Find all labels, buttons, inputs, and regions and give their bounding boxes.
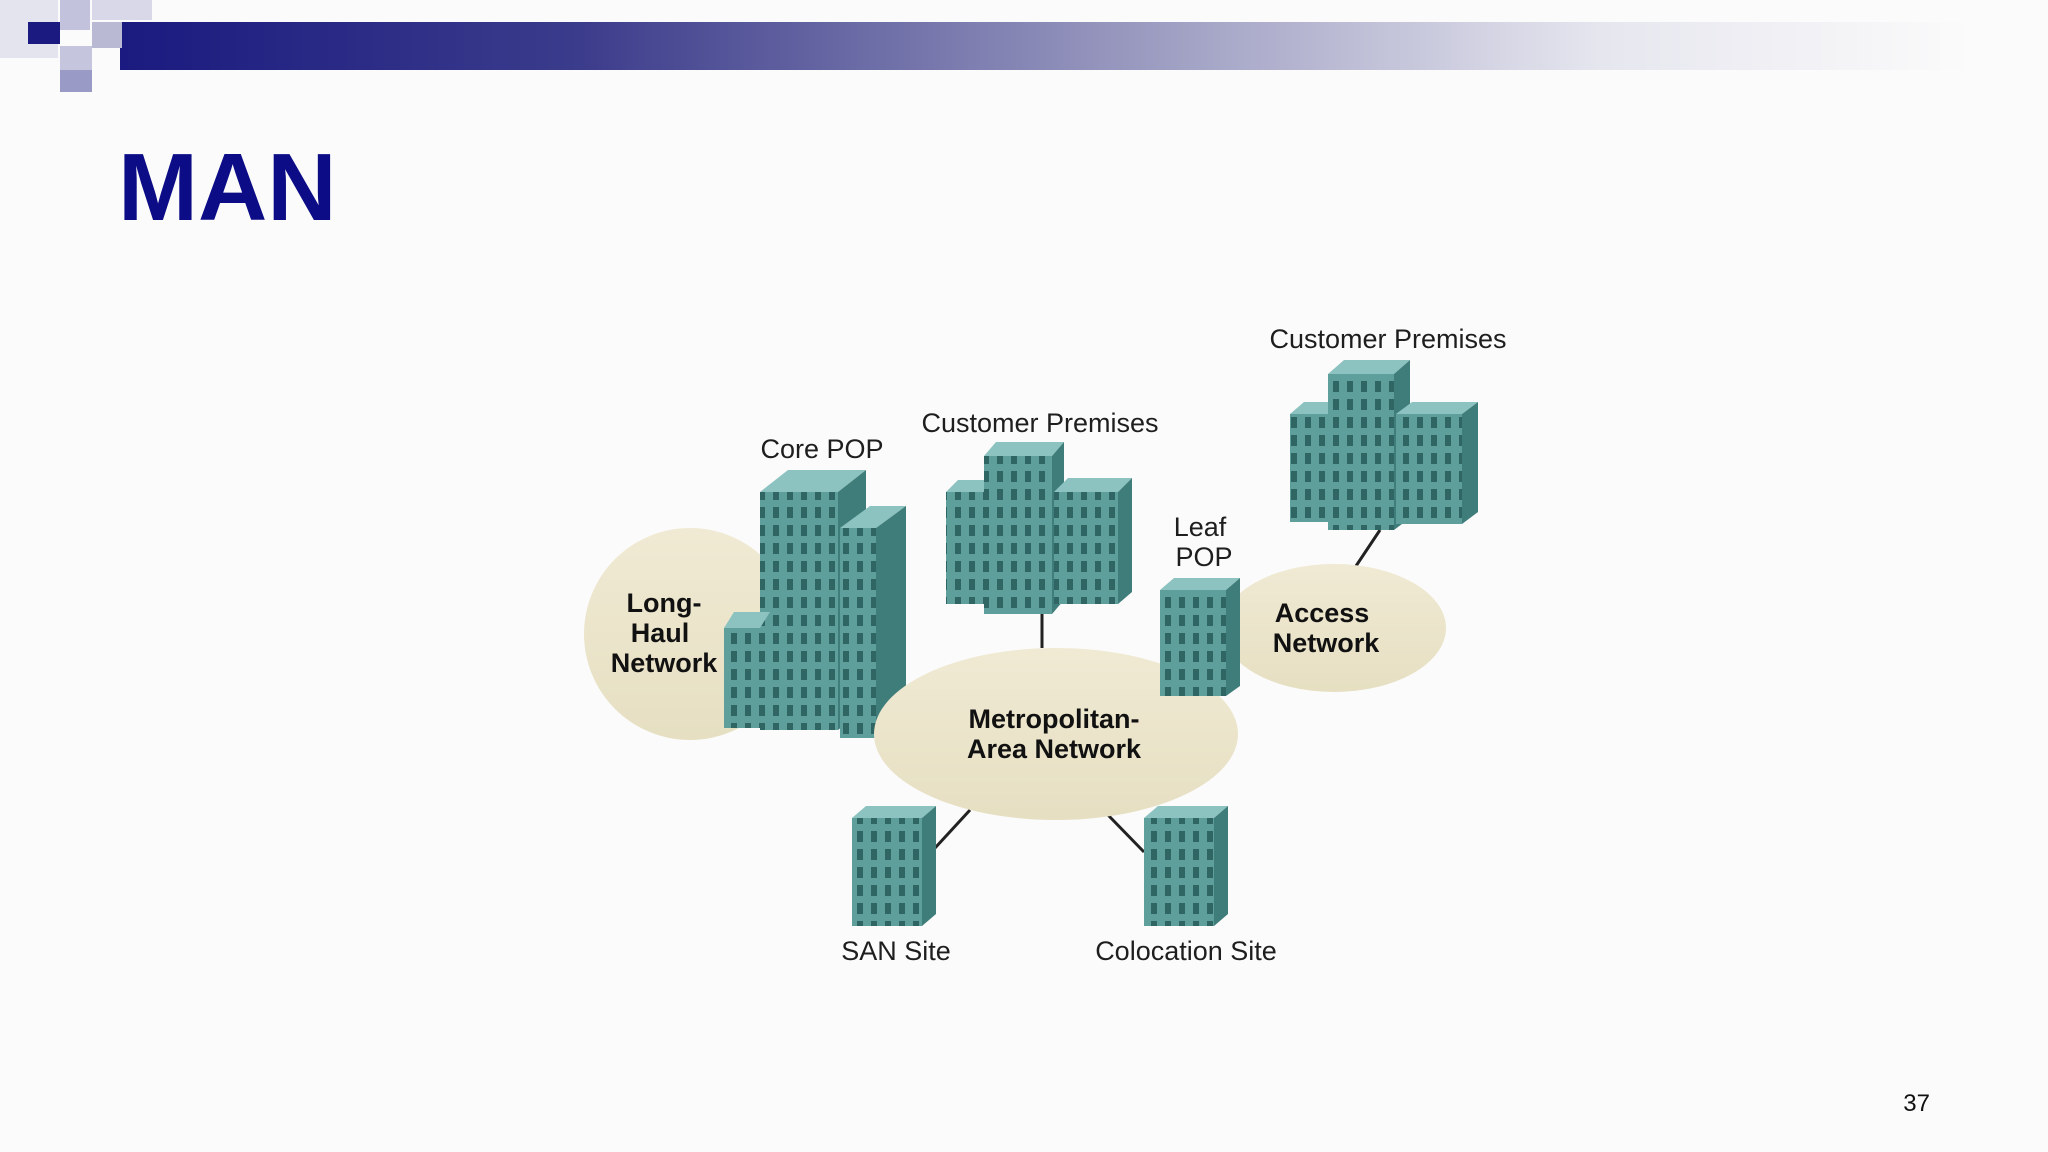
core-pop-label: Core POP xyxy=(760,434,883,464)
customer-premises-center-label: Customer Premises xyxy=(921,408,1158,438)
header-square-mid-1 xyxy=(60,0,90,30)
access-label-line-2: Network xyxy=(1273,628,1381,658)
san-site-label: SAN Site xyxy=(841,936,951,966)
page-number: 37 xyxy=(1903,1090,1930,1117)
customer-premises-right-building xyxy=(1290,360,1478,530)
link-metro-san xyxy=(933,808,972,850)
colocation-site-label: Colocation Site xyxy=(1095,936,1277,966)
metro-network-cloud xyxy=(874,648,1238,820)
header-square-purple xyxy=(60,70,92,92)
core-pop-building xyxy=(724,470,906,738)
metro-label-line-1: Metropolitan- xyxy=(969,704,1140,734)
access-network-cloud xyxy=(1222,564,1446,692)
leaf-pop-label-line-1: Leaf xyxy=(1174,512,1227,542)
header-gradient-bar xyxy=(120,22,1970,70)
slide-title: MAN xyxy=(118,134,337,241)
header-square-mid-3 xyxy=(60,46,92,70)
link-access-customer-right xyxy=(1354,529,1382,567)
san-site-building xyxy=(852,806,936,926)
metro-label-line-2: Area Network xyxy=(967,734,1142,764)
header-square-dark xyxy=(28,22,60,44)
header-square-mid-2 xyxy=(92,22,122,48)
link-metro-colocation xyxy=(1106,813,1146,854)
long-haul-label-line-2: Haul xyxy=(631,618,690,648)
access-label-line-1: Access xyxy=(1275,598,1370,628)
customer-premises-center-building xyxy=(946,442,1132,614)
customer-premises-right-label: Customer Premises xyxy=(1269,324,1506,354)
long-haul-label-line-3: Network xyxy=(611,648,719,678)
colocation-site-building xyxy=(1144,806,1228,926)
leaf-pop-building xyxy=(1160,578,1240,696)
header-square-light-2 xyxy=(92,0,152,20)
long-haul-label-line-1: Long- xyxy=(627,588,702,618)
leaf-pop-label-line-2: POP xyxy=(1175,542,1232,572)
